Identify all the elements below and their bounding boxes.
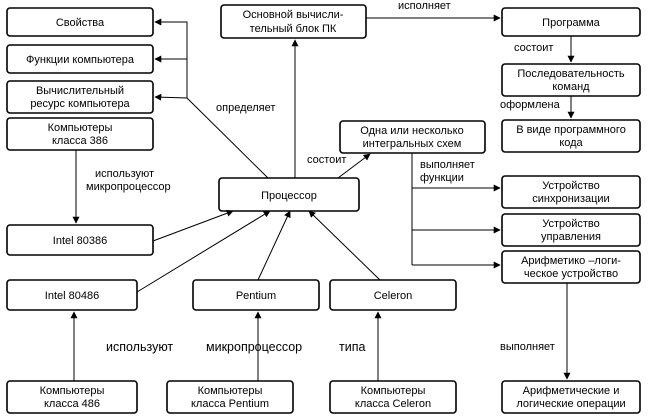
- edge-celeron-processor: [308, 210, 381, 281]
- label-tipa: типа: [339, 340, 365, 354]
- edge-intel80386-processor: [152, 209, 234, 242]
- svg-text:класса Pentium: класса Pentium: [191, 398, 269, 410]
- svg-text:Celeron: Celeron: [374, 290, 413, 302]
- svg-text:Программа: Программа: [542, 17, 601, 29]
- svg-text:класса Celeron: класса Celeron: [355, 398, 431, 410]
- label-oformlena: оформлена: [500, 99, 561, 111]
- svg-text:ресурс компьютера: ресурс компьютера: [30, 98, 130, 110]
- svg-text:Свойства: Свойства: [56, 17, 105, 29]
- node-processor: Процессор: [218, 177, 360, 212]
- svg-text:кода: кода: [559, 137, 583, 149]
- svg-text:Intel 80486: Intel 80486: [45, 290, 99, 302]
- label-ispolzuyut-mikro-2: микропроцессор: [86, 181, 171, 193]
- label-ispolzuyut-mikro-1: используют: [95, 168, 154, 180]
- node-intel80386: Intel 80386: [6, 224, 154, 256]
- node-funkcii: Функции компьютера: [6, 44, 154, 74]
- node-programma: Программа: [501, 7, 641, 37]
- node-kceleron: Компьютеры класса Celeron: [329, 380, 457, 414]
- svg-text:тельный блок ПК: тельный блок ПК: [250, 23, 337, 35]
- edge-bracket-svoystva: [154, 18, 188, 98]
- svg-text:Процессор: Процессор: [261, 190, 317, 202]
- svg-text:Устройство: Устройство: [542, 218, 600, 230]
- svg-text:Intel 80386: Intel 80386: [53, 235, 107, 247]
- label-vypolnyaet-funkcii-1: выполняет: [420, 159, 475, 171]
- node-operacii: Арифметические и логические операции: [501, 380, 641, 414]
- svg-text:управления: управления: [541, 231, 601, 243]
- svg-text:класса 386: класса 386: [52, 135, 108, 147]
- svg-text:синхронизации: синхронизации: [532, 193, 609, 205]
- svg-text:Компьютеры: Компьютеры: [198, 385, 263, 397]
- label-sostoit-top: состоит: [514, 42, 553, 54]
- svg-text:Одна или несколько: Одна или несколько: [360, 125, 463, 137]
- svg-text:Компьютеры: Компьютеры: [48, 122, 113, 134]
- node-svoystva: Свойства: [6, 7, 154, 37]
- label-opredelyaet: определяет: [216, 102, 275, 114]
- node-celeron: Celeron: [329, 279, 457, 311]
- label-vypolnyaet: выполняет: [500, 341, 555, 353]
- svg-text:Арифметические и: Арифметические и: [523, 385, 620, 397]
- node-sinhr: Устройство синхронизации: [501, 175, 641, 209]
- label-ispolnyaet: исполняет: [398, 0, 451, 12]
- label-mikroprocessor: микропроцессор: [206, 340, 302, 354]
- svg-text:Вычислительный: Вычислительный: [36, 85, 124, 97]
- svg-text:Компьютеры: Компьютеры: [40, 385, 105, 397]
- svg-text:Арифметико –логи-: Арифметико –логи-: [521, 255, 621, 267]
- label-vypolnyaet-funkcii-2: функции: [420, 172, 464, 184]
- edge-intel80486-processor: [136, 210, 271, 293]
- node-alu: Арифметико –логи- ческое устройство: [501, 250, 641, 284]
- svg-text:интегральных схем: интегральных схем: [363, 138, 462, 150]
- svg-text:логические операции: логические операции: [516, 398, 625, 410]
- svg-text:Функции компьютера: Функции компьютера: [26, 54, 135, 66]
- svg-text:команд: команд: [552, 81, 590, 93]
- node-shemy: Одна или несколько интегральных схем: [339, 120, 486, 154]
- node-vide: В виде программного кода: [501, 119, 641, 153]
- node-intel80486: Intel 80486: [6, 279, 138, 311]
- svg-text:Последовательность: Последовательность: [517, 68, 624, 80]
- label-ispolzuyut: используют: [106, 340, 173, 354]
- svg-text:класса 486: класса 486: [44, 398, 100, 410]
- node-blok: Основной вычисли- тельный блок ПК: [220, 4, 367, 39]
- svg-text:Pentium: Pentium: [236, 290, 276, 302]
- node-k486: Компьютеры класса 486: [6, 380, 138, 414]
- svg-text:В виде программного: В виде программного: [516, 124, 626, 136]
- node-posled: Последовательность команд: [501, 63, 641, 97]
- node-kpentium: Компьютеры класса Pentium: [166, 380, 294, 414]
- svg-text:Устройство: Устройство: [542, 180, 600, 192]
- svg-text:Компьютеры: Компьютеры: [361, 385, 426, 397]
- svg-text:ческое устройство: ческое устройство: [524, 268, 618, 280]
- node-upravl: Устройство управления: [501, 213, 641, 247]
- label-sostoit-mid: состоит: [307, 154, 346, 166]
- node-k386: Компьютеры класса 386: [6, 117, 154, 151]
- edge-processor-shemy: [337, 153, 371, 179]
- node-resurs: Вычислительный ресурс компьютера: [6, 80, 154, 114]
- svg-text:Основной вычисли-: Основной вычисли-: [243, 9, 344, 21]
- node-pentium: Pentium: [192, 279, 320, 311]
- edge-pentium-processor: [257, 210, 291, 281]
